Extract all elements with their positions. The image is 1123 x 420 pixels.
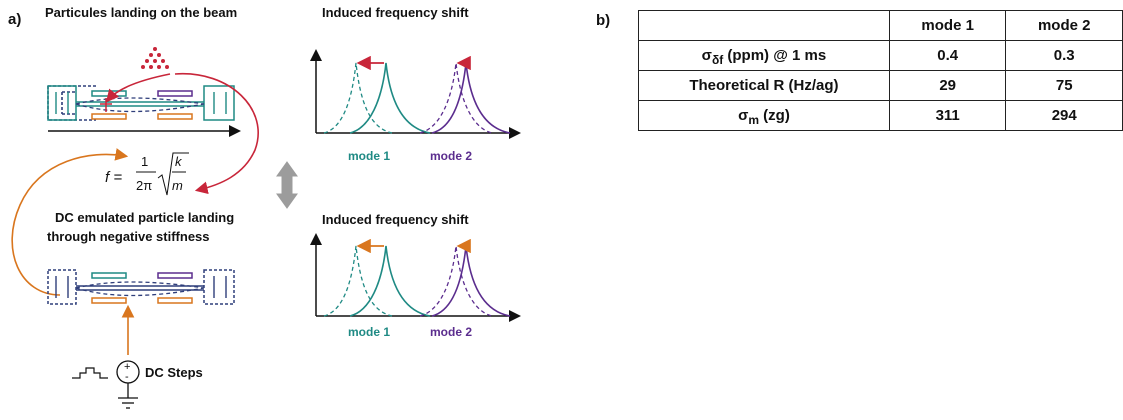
svg-text:2π: 2π [136,178,152,193]
top-left-title: Particules landing on the beam [45,5,237,20]
row-label-sigma-df: σδf (ppm) @ 1 ms [638,40,890,71]
particles-cluster [141,47,169,69]
bottom-left-title-line1: DC emulated particle landing [55,210,234,225]
mode2-label-top: mode 2 [430,149,472,163]
equivalence-double-arrow [276,161,298,209]
resonator-device-bottom [47,269,235,305]
svg-text:k: k [175,154,183,169]
dc-steps-waveform-icon [72,367,108,379]
header-cell-empty [638,10,890,41]
mode1-label-bottom: mode 1 [348,325,390,339]
header-cell-mode1: mode 1 [888,10,1007,41]
table-cell: 0.3 [1005,40,1123,71]
row-label-theoretical-r: Theoretical R (Hz/ag) [638,70,890,101]
table-cell: 294 [1005,100,1123,131]
bottom-right-title: Induced frequency shift [322,212,469,227]
table-header-row: mode 1 mode 2 [638,10,1123,41]
svg-text:-: - [125,371,129,383]
frequency-formula: f = 1 2π k m [105,152,189,196]
table-cell: 0.4 [888,40,1007,71]
table-cell: 311 [888,100,1007,131]
svg-text:+: + [124,361,130,373]
feedback-arrow [11,148,129,296]
svg-text:1: 1 [141,154,148,169]
results-table: mode 1 mode 2 σδf (ppm) @ 1 ms 0.4 0.3 T… [638,10,1123,131]
svg-text:f =: f = [105,169,122,186]
ground-icon [118,397,138,409]
mode1-label-top: mode 1 [348,149,390,163]
svg-text:m: m [172,178,183,193]
mass-to-formula-arrow [174,73,259,195]
row-label-sigma-m: σm (zg) [638,100,890,131]
table-row: σm (zg) 311 294 [638,100,1123,131]
mode2-label-bottom: mode 2 [430,325,472,339]
spectrum-plot-bottom: mode 1 mode 2 [310,233,521,339]
bottom-left-title-line2: through negative stiffness [47,229,210,244]
top-right-title: Induced frequency shift [322,5,469,20]
table-cell: 75 [1005,70,1123,101]
table-row: σδf (ppm) @ 1 ms 0.4 0.3 [638,40,1123,71]
diagram-panel-a: a) Particules landing on the beam Induce… [8,5,521,409]
spectrum-plot-top: mode 1 mode 2 [310,49,521,163]
panel-a-label: a) [8,11,21,28]
dc-steps-label: DC Steps [145,365,203,380]
panel-b-label: b) [596,12,611,29]
header-cell-mode2: mode 2 [1005,10,1123,41]
dc-source-icon: + - [116,360,140,384]
table-row: Theoretical R (Hz/ag) 29 75 [638,70,1123,101]
particle-landing-arrow [105,73,171,103]
resonator-device-top [47,85,235,121]
table-cell: 29 [888,70,1007,101]
